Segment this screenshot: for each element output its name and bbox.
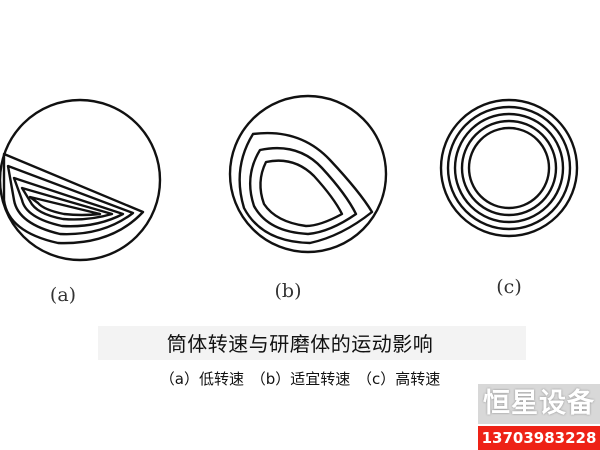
mill-motion-diagram: (a) (b) (c) <box>0 94 579 306</box>
media-contour-a2 <box>6 164 135 236</box>
mill-shell-c <box>439 98 579 238</box>
media-ring-c1 <box>446 105 572 231</box>
media-contour-b2 <box>248 146 358 236</box>
panel-label-a: (a) <box>50 284 76 306</box>
media-contour-b3 <box>259 159 344 228</box>
panel-c-high-speed <box>439 98 579 238</box>
mill-shell-b <box>228 94 388 254</box>
media-ring-c2 <box>453 112 565 224</box>
media-contour-b1 <box>238 131 374 245</box>
panel-label-b: (b) <box>275 280 302 302</box>
media-contour-a4 <box>20 186 114 221</box>
caption-background <box>98 326 526 360</box>
media-contour-a3 <box>12 176 125 228</box>
watermark-brand: 恒星设备 <box>478 384 600 424</box>
watermark-phone: 13703983228 <box>478 426 600 450</box>
panel-b-suitable-speed <box>228 94 388 254</box>
caption-title: 筒体转速与研磨体的运动影响 <box>166 332 434 356</box>
media-ring-c4 <box>467 126 551 210</box>
panel-label-c: (c) <box>496 276 521 298</box>
panel-a-low-speed <box>0 98 162 262</box>
media-contour-a1 <box>2 152 145 245</box>
mill-shell-a <box>0 98 162 262</box>
caption-subtitle: （a）低转速 （b）适宜转速 （c）高转速 <box>159 370 441 388</box>
media-ring-c3 <box>460 119 558 217</box>
media-contour-a5 <box>28 195 102 217</box>
